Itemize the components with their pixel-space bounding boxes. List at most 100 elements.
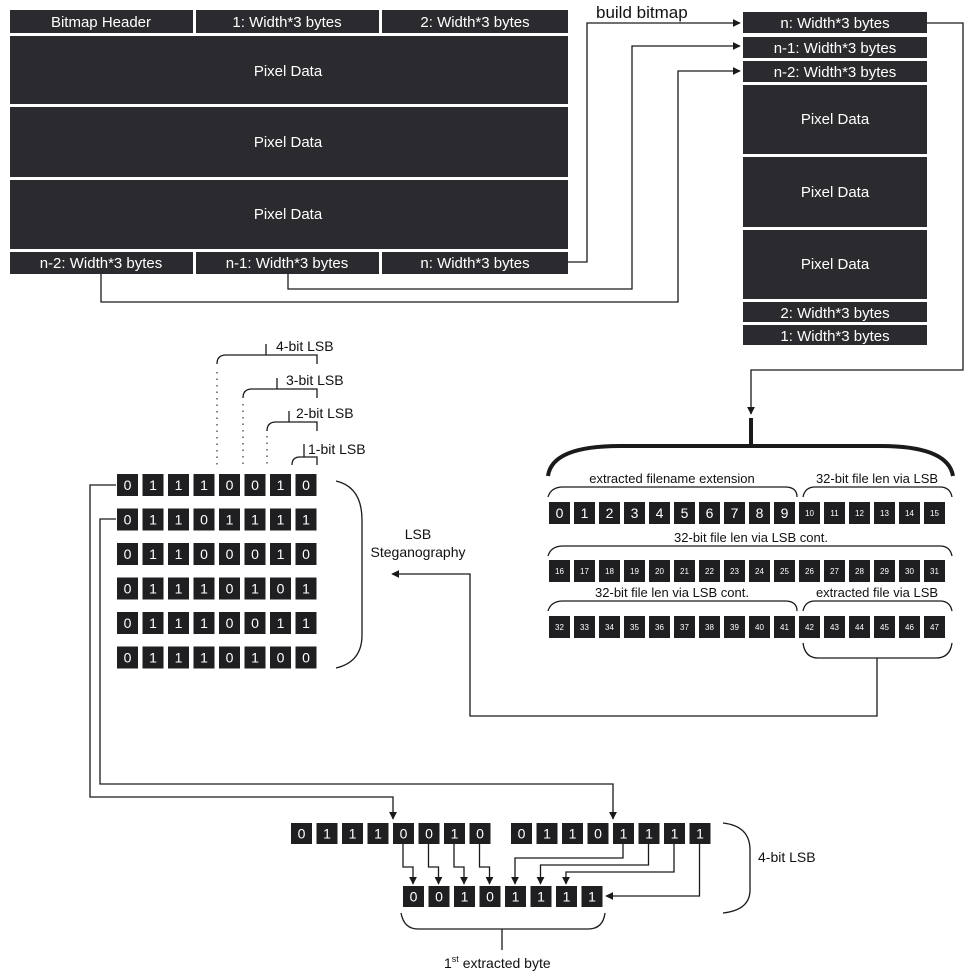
bit-cell: 1 [193, 612, 215, 634]
index-cell-value: 13 [880, 509, 889, 518]
bit-cell: 1 [193, 646, 215, 669]
lsb-2-label: 2-bit LSB [296, 405, 354, 421]
index-cell-box [774, 616, 795, 638]
connector-row-n1 [287, 42, 741, 290]
bit-cell-box [193, 474, 215, 496]
index-cell-box [549, 502, 570, 524]
bit-cell: 1 [244, 508, 266, 531]
index-cell: 8 [749, 502, 770, 524]
index-cell-box [824, 560, 845, 582]
index-cell-value: 24 [755, 567, 764, 576]
bit-cell: 0 [219, 646, 240, 669]
index-cell-box [799, 502, 820, 524]
bit-cell-box [142, 508, 164, 531]
index-cell: 18 [599, 560, 620, 582]
connector-row2-to-byteb [99, 518, 617, 820]
byte-b-bit: 0 [511, 823, 532, 844]
bit-cell-box [142, 543, 164, 565]
bit-cell: 1 [168, 543, 189, 565]
index-cell: 28 [849, 560, 870, 582]
index-cell-value: 21 [680, 567, 689, 576]
bit-cell-value: 0 [226, 650, 234, 666]
bit-cell-box [117, 508, 138, 531]
index-cell-box [624, 560, 645, 582]
built-pixel-label: Pixel Data [801, 256, 870, 273]
bit-cell: 1 [168, 646, 189, 669]
index-cell: 29 [874, 560, 895, 582]
file-bottom-bracket [802, 642, 953, 659]
lsb-2-bracket [266, 421, 318, 432]
result-bit: 1 [556, 886, 577, 907]
source-pixel-block [10, 36, 568, 104]
extraction-right-brace [722, 822, 751, 914]
source-row-2-box [382, 10, 568, 33]
built-row-2-label: 2: Width*3 bytes [780, 305, 889, 322]
bit-cell-box [295, 543, 317, 565]
index-cell-value: 27 [830, 567, 839, 576]
built-bitmap: n: Width*3 bytes n-1: Width*3 bytes n-2:… [743, 12, 927, 345]
bit-cell: 0 [295, 646, 317, 669]
index-cell-value: 17 [580, 567, 589, 576]
index-cell: 19 [624, 560, 645, 582]
byte-b-bit-box [511, 823, 532, 844]
byte-a-bit-value: 1 [349, 826, 357, 842]
index-cell-box [724, 502, 745, 524]
index-cell: 11 [824, 502, 845, 524]
index-cell-value: 0 [556, 505, 564, 521]
lsb-levels: 4-bit LSB 3-bit LSB 2-bit LSB 1-bit LSB [216, 338, 366, 468]
bit-cell: 1 [270, 508, 291, 531]
index-cell-box [749, 560, 770, 582]
bit-cell-value: 0 [124, 581, 132, 597]
bit-cell-value: 1 [200, 477, 208, 493]
ext-bracket [547, 486, 798, 498]
index-cell-box [849, 560, 870, 582]
source-row-1-label: 1: Width*3 bytes [232, 14, 341, 31]
index-cell-value: 20 [655, 567, 664, 576]
index-cell: 20 [649, 560, 670, 582]
index-cell-value: 6 [706, 505, 714, 521]
index-cell-value: 11 [830, 509, 839, 518]
index-cell: 40 [749, 616, 770, 638]
index-cell-value: 41 [780, 623, 789, 632]
bit-cell: 0 [117, 612, 138, 634]
index-cell: 36 [649, 616, 670, 638]
bit-cell: 0 [244, 612, 266, 634]
index-cell: 16 [549, 560, 570, 582]
ext-label: extracted filename extension [589, 471, 754, 486]
index-cell-value: 8 [756, 505, 764, 521]
bit-cell-value: 0 [277, 581, 285, 597]
index-cell-value: 25 [780, 567, 789, 576]
built-row-1-box [743, 325, 927, 345]
byte-b-bit: 1 [664, 823, 685, 844]
bit-cell: 1 [142, 508, 164, 531]
bit-cell-value: 1 [175, 512, 183, 528]
bit-cell-value: 1 [149, 477, 157, 493]
lsb-4-label: 4-bit LSB [276, 338, 334, 354]
extraction-arrows [402, 844, 701, 900]
index-cell-box [599, 502, 620, 524]
bit-cell-value: 1 [251, 581, 259, 597]
bit-cell-value: 0 [226, 615, 234, 631]
result-bit: 0 [479, 886, 501, 907]
index-cell-box [924, 502, 945, 524]
index-cell: 26 [799, 560, 820, 582]
byte-b-to-result-arrow [605, 844, 701, 900]
index-cell-value: 34 [605, 623, 614, 632]
built-row-n2-label: n-2: Width*3 bytes [774, 64, 897, 81]
byte-b-bit: 1 [689, 823, 711, 844]
index-cell-box [624, 502, 645, 524]
byte-b-bit-value: 0 [594, 826, 602, 842]
bit-cell-value: 1 [302, 615, 310, 631]
index-cell-value: 38 [705, 623, 714, 632]
index-cell-box [749, 502, 770, 524]
built-pixel-block [743, 85, 927, 154]
byte-b-bit-value: 1 [645, 826, 653, 842]
index-cell-value: 10 [805, 509, 814, 518]
file-label: extracted file via LSB [816, 585, 938, 600]
extraction-side-label: 4-bit LSB [758, 849, 816, 865]
bit-cell: 1 [168, 474, 189, 496]
bit-cell-value: 0 [277, 650, 285, 666]
built-pixel-label: Pixel Data [801, 184, 870, 201]
index-cell: 14 [899, 502, 920, 524]
bit-cell: 0 [270, 577, 291, 600]
